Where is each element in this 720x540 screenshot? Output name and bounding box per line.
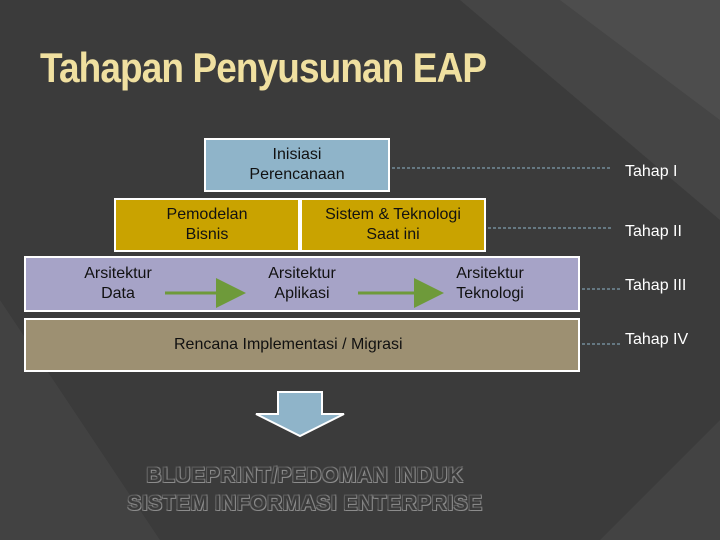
box-pemodelan-bisnis: Pemodelan Bisnis — [114, 198, 300, 252]
stage-label-3: Tahap III — [625, 277, 687, 294]
stage-label-1: Tahap I — [625, 163, 678, 180]
box-arsitektur-teknologi: Arsitektur Teknologi — [456, 265, 524, 302]
box-arsitektur-data: Arsitektur Data — [84, 265, 152, 302]
tier3-background — [24, 256, 580, 312]
box-inisiasi-perencanaan: Inisiasi Perencanaan — [204, 138, 390, 192]
footer-line-2: SISTEM INFORMASI ENTERPRISE — [127, 492, 483, 515]
stage-label-2: Tahap II — [625, 223, 682, 240]
box-rencana-implementasi: Rencana Implementasi / Migrasi — [24, 318, 580, 372]
page-title: Tahapan Penyusunan EAP — [40, 44, 487, 91]
stage-label-4: Tahap IV — [625, 331, 689, 348]
box-arsitektur-aplikasi: Arsitektur Aplikasi — [268, 265, 336, 302]
box-sistem-teknologi: Sistem & Teknologi Saat ini — [300, 198, 486, 252]
footer-line-1: BLUEPRINT/PEDOMAN INDUK — [146, 464, 464, 487]
